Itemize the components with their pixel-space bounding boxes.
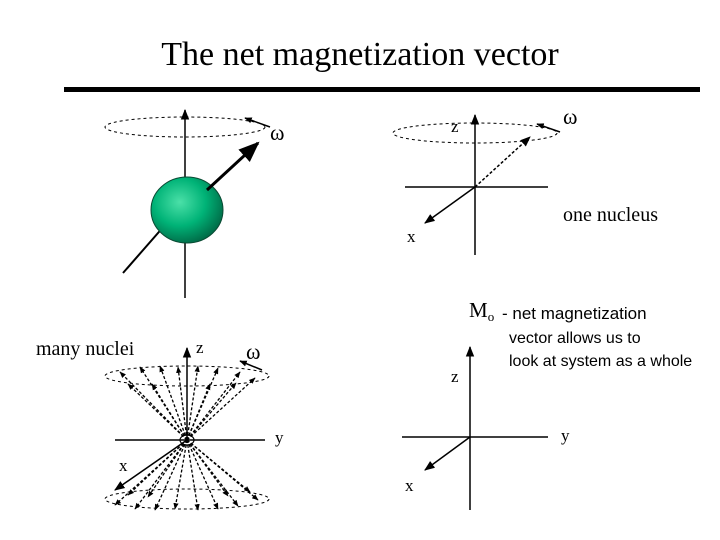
spin-vector-arrow xyxy=(474,136,531,188)
spin-vector-arrow xyxy=(147,439,188,498)
spin-vector-arrow xyxy=(154,439,188,511)
spin-vector-arrow xyxy=(127,439,188,496)
z-axis-label: z xyxy=(196,338,204,357)
precession-orbit xyxy=(392,122,558,144)
spin-vector-arrow xyxy=(176,366,188,441)
spin-vector-fan xyxy=(114,365,259,511)
slide-title: The net magnetization vector xyxy=(161,36,559,73)
rotation-arrow xyxy=(239,360,263,371)
x-axis-line xyxy=(424,436,471,471)
spin-vector-arrow xyxy=(186,439,229,497)
omega-label: ω xyxy=(246,339,260,364)
origin-cluster xyxy=(179,434,195,446)
spin-axis-lower xyxy=(122,224,166,274)
spin-vector-arrow xyxy=(186,439,251,493)
spin-vector-arrow xyxy=(159,365,188,441)
one-nucleus-axes xyxy=(392,113,561,255)
spin-vector-arrow xyxy=(134,439,188,510)
nucleus-sphere xyxy=(150,176,224,244)
omega-label: ω xyxy=(270,120,284,145)
spin-vector-arrow xyxy=(186,365,200,441)
net-magnetization-axes xyxy=(402,345,548,510)
precession-orbit xyxy=(104,116,266,138)
spin-vector-arrow xyxy=(119,371,188,441)
x-axis-label: x xyxy=(407,227,416,246)
x-axis-line xyxy=(114,439,188,491)
z-axis-label: z xyxy=(451,367,459,386)
title-underline xyxy=(64,87,700,92)
spin-vector-arrow xyxy=(151,383,188,441)
spin-vector-arrow xyxy=(186,367,219,441)
lower-precession-cone xyxy=(104,488,270,510)
omega-label: ω xyxy=(563,104,577,129)
spin-vector-arrow xyxy=(186,439,239,507)
y-axis-label: y xyxy=(561,426,570,445)
spin-vector-arrow xyxy=(186,383,211,441)
spin-vector-arrow xyxy=(173,439,188,510)
one-nucleus-label: one nucleus xyxy=(563,204,658,226)
rotation-arrow xyxy=(244,117,271,128)
spin-vector-arrow xyxy=(186,377,256,441)
z-axis-label: z xyxy=(451,117,459,136)
x-axis-label: x xyxy=(405,476,414,495)
spin-vector-arrow xyxy=(127,383,188,441)
net-magnetization-line2: vector allows us to xyxy=(509,330,641,347)
mo-symbol: Mo xyxy=(469,298,494,324)
spin-vector-arrow xyxy=(139,366,188,441)
spin-vector-arrow xyxy=(186,382,237,441)
many-nuclei-label: many nuclei xyxy=(36,338,135,360)
upper-precession-cone xyxy=(104,365,270,387)
x-axis-line xyxy=(424,186,476,224)
single-nucleus-group xyxy=(104,108,271,298)
spin-vector-arrow xyxy=(205,141,260,192)
x-axis-label: x xyxy=(119,456,128,475)
net-magnetization-line3: look at system as a whole xyxy=(509,353,692,370)
y-axis-label: y xyxy=(275,428,284,447)
net-magnetization-line1: - net magnetization xyxy=(502,304,647,323)
rotation-arrow xyxy=(536,123,561,133)
many-nuclei-group xyxy=(104,346,270,511)
spin-vector-arrow xyxy=(186,439,200,511)
spin-vector-arrow xyxy=(186,439,219,510)
